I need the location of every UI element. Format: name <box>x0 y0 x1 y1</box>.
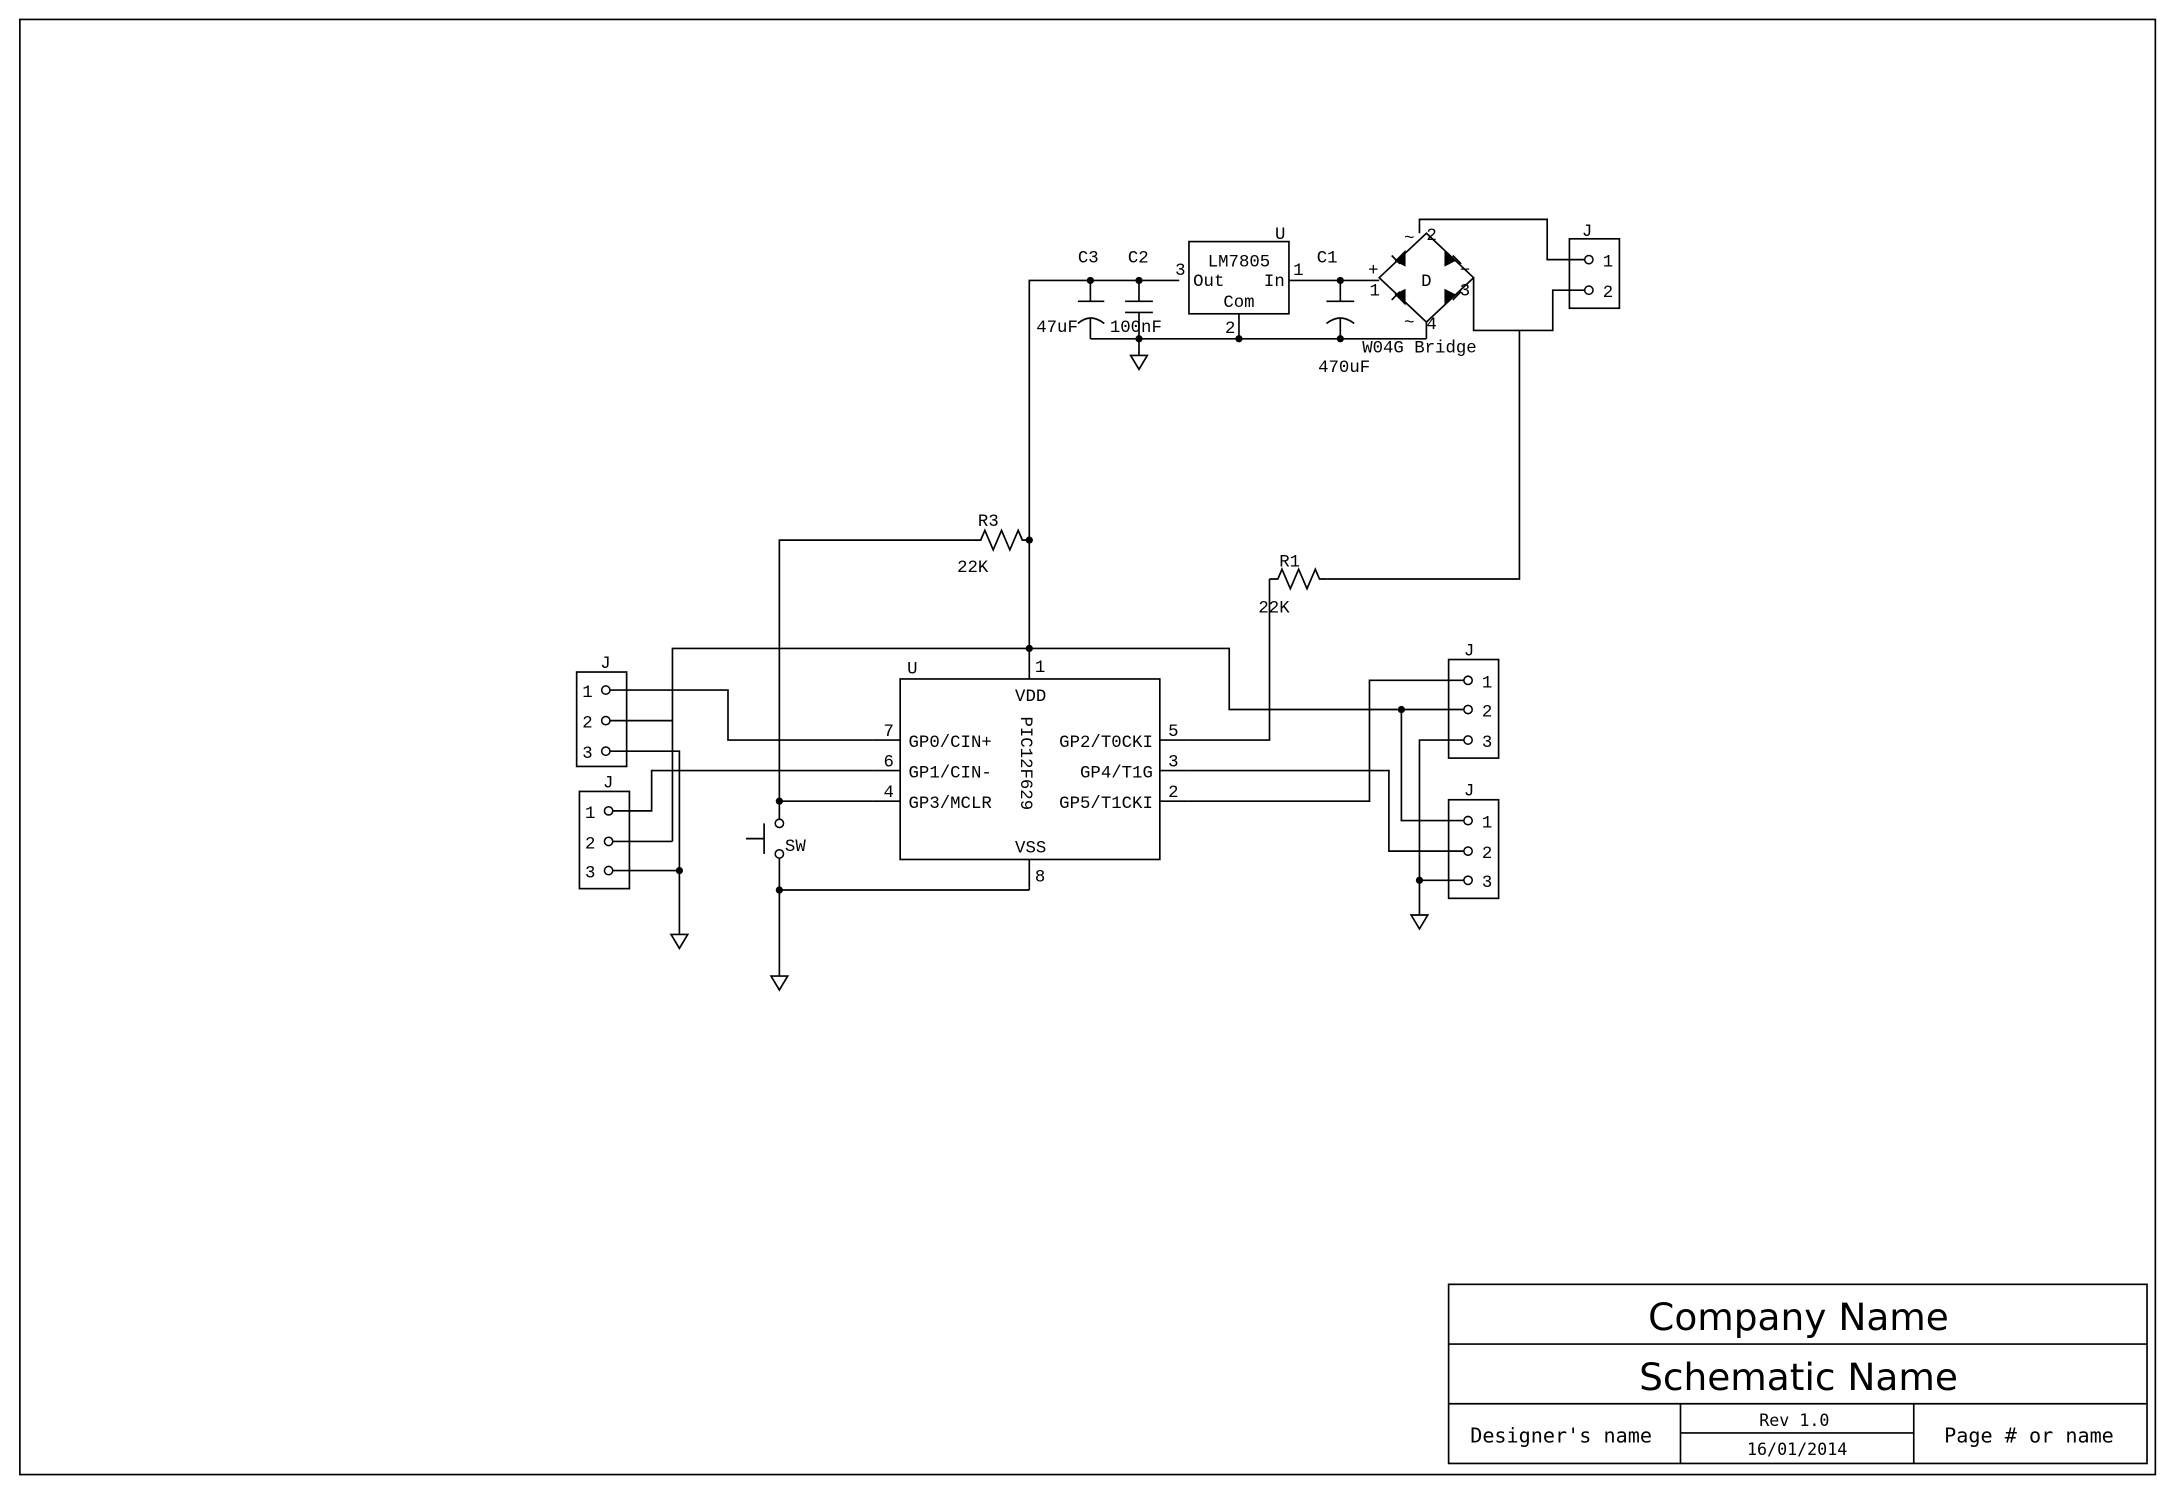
push-switch: SW <box>746 818 806 859</box>
bridge-plus: + <box>1368 262 1378 281</box>
capacitor-value: 47uF <box>1036 319 1078 338</box>
connector-ref: J <box>600 655 610 674</box>
mcu-pin-name: GP1/CIN- <box>908 765 991 784</box>
regulator-part: LM7805 <box>1208 254 1270 273</box>
connector-pin: 1 <box>1482 815 1492 834</box>
wires <box>609 218 1585 977</box>
connector-pin: 2 <box>1482 703 1492 722</box>
bridge-pin: 1 <box>1369 283 1379 302</box>
mcu-pic12f629: U VDD VSS PIC12F629 7 6 4 GP0/CIN+ GP1/C… <box>872 651 1188 888</box>
mcu-vdd-label: VDD <box>1015 688 1046 707</box>
bridge-ref: D <box>1421 273 1431 292</box>
mcu-part: PIC12F629 <box>1015 716 1034 810</box>
regulator-out: Out <box>1193 273 1224 292</box>
connector-pin: 1 <box>1482 674 1492 693</box>
connector-pin: 1 <box>582 684 592 703</box>
capacitor-ref: C1 <box>1317 249 1338 268</box>
capacitor-c2: C2 100nF <box>1110 249 1162 339</box>
capacitor-value: 470uF <box>1318 359 1370 378</box>
connector-pin: 2 <box>1603 284 1613 303</box>
bridge-ac: ~ <box>1404 230 1414 249</box>
resistor-r1: R1 22K <box>1258 553 1328 618</box>
mcu-pin-name: GP2/T0CKI <box>1059 734 1153 753</box>
resistor-ref: R3 <box>978 513 999 532</box>
schematic-name: Schematic Name <box>1639 1355 1958 1399</box>
connector-pin: 2 <box>585 835 595 854</box>
company-name: Company Name <box>1648 1295 1949 1339</box>
capacitor-c3: C3 47uF <box>1036 249 1105 339</box>
resistor-ref: R1 <box>1279 553 1300 572</box>
capacitor-c1: C1 470uF <box>1317 249 1370 378</box>
ground-icon <box>1129 354 1149 371</box>
connector-left-top: J 1 2 3 <box>575 655 628 768</box>
regulator-pin: 1 <box>1293 262 1303 281</box>
connector-pin: 1 <box>1603 254 1613 273</box>
revision: Rev 1.0 <box>1759 1411 1829 1430</box>
connector-ref: J <box>1582 223 1592 242</box>
mcu-pin-name: GP0/CIN+ <box>908 734 991 753</box>
resistor-value: 22K <box>1258 599 1290 618</box>
mcu-pin-num: 3 <box>1168 753 1178 772</box>
mcu-pin-name: GP3/MCLR <box>908 795 991 814</box>
connector-pin: 3 <box>585 865 595 884</box>
mcu-vss-label: VSS <box>1015 840 1046 859</box>
page-name: Page # or name <box>1944 1424 2114 1448</box>
regulator-ref: U <box>1275 226 1285 245</box>
date: 16/01/2014 <box>1747 1440 1847 1459</box>
mcu-pin-num: 4 <box>884 784 894 803</box>
bridge-pin: 2 <box>1426 227 1436 246</box>
mcu-ref: U <box>907 660 917 679</box>
bridge-pin: 3 <box>1460 283 1470 302</box>
connector-pin: 3 <box>582 745 592 764</box>
title-block: Company Name Schematic Name Designer's n… <box>1447 1283 2148 1465</box>
designer-name: Designer's name <box>1470 1424 1652 1448</box>
regulator-pin: 3 <box>1175 262 1185 281</box>
mcu-pin-num: 8 <box>1035 869 1045 888</box>
bridge-minus: − <box>1460 262 1470 281</box>
mcu-pin-num: 1 <box>1035 659 1045 678</box>
capacitor-ref: C2 <box>1128 249 1149 268</box>
sheet-border <box>19 18 2157 1476</box>
connector-pin: 2 <box>582 715 592 734</box>
mcu-pin-num: 2 <box>1168 784 1178 803</box>
capacitor-ref: C3 <box>1078 249 1099 268</box>
connector-ref: J <box>603 774 613 793</box>
ground-icon <box>1409 914 1430 931</box>
resistor-r3: R3 22K <box>957 513 1030 578</box>
bridge-ac: ~ <box>1404 315 1414 334</box>
ground-icon <box>669 933 690 950</box>
regulator-in: In <box>1264 273 1285 292</box>
bridge-rectifier: D W04G Bridge 2 3 4 1 + − ~ ~ <box>1362 227 1477 358</box>
mcu-pin-num: 6 <box>884 753 894 772</box>
mcu-pin-name: GP4/T1G <box>1080 765 1153 784</box>
ground-symbols <box>669 354 1430 992</box>
regulator-pin: 2 <box>1225 320 1235 339</box>
bridge-pin: 4 <box>1426 316 1436 335</box>
connector-pin: 2 <box>1482 845 1492 864</box>
mcu-pin-num: 7 <box>884 723 894 742</box>
mcu-pin-num: 5 <box>1168 723 1178 742</box>
connector-ref: J <box>1464 642 1474 661</box>
bridge-part: W04G Bridge <box>1362 340 1477 359</box>
ground-icon <box>769 975 790 992</box>
connector-left-bottom: J 1 2 3 <box>578 774 631 890</box>
connector-pin: 3 <box>1482 874 1492 893</box>
junction-dots <box>675 276 1424 894</box>
connector-pin: 3 <box>1482 734 1492 753</box>
connector-ref: J <box>1464 783 1474 802</box>
switch-ref: SW <box>785 838 806 857</box>
regulator-com: Com <box>1223 294 1254 313</box>
mcu-pin-name: GP5/T1CKI <box>1059 795 1153 814</box>
connector-power: J 1 2 <box>1568 223 1621 310</box>
resistor-value: 22K <box>957 559 989 578</box>
connector-pin: 1 <box>585 805 595 824</box>
capacitor-value: 100nF <box>1110 319 1162 338</box>
